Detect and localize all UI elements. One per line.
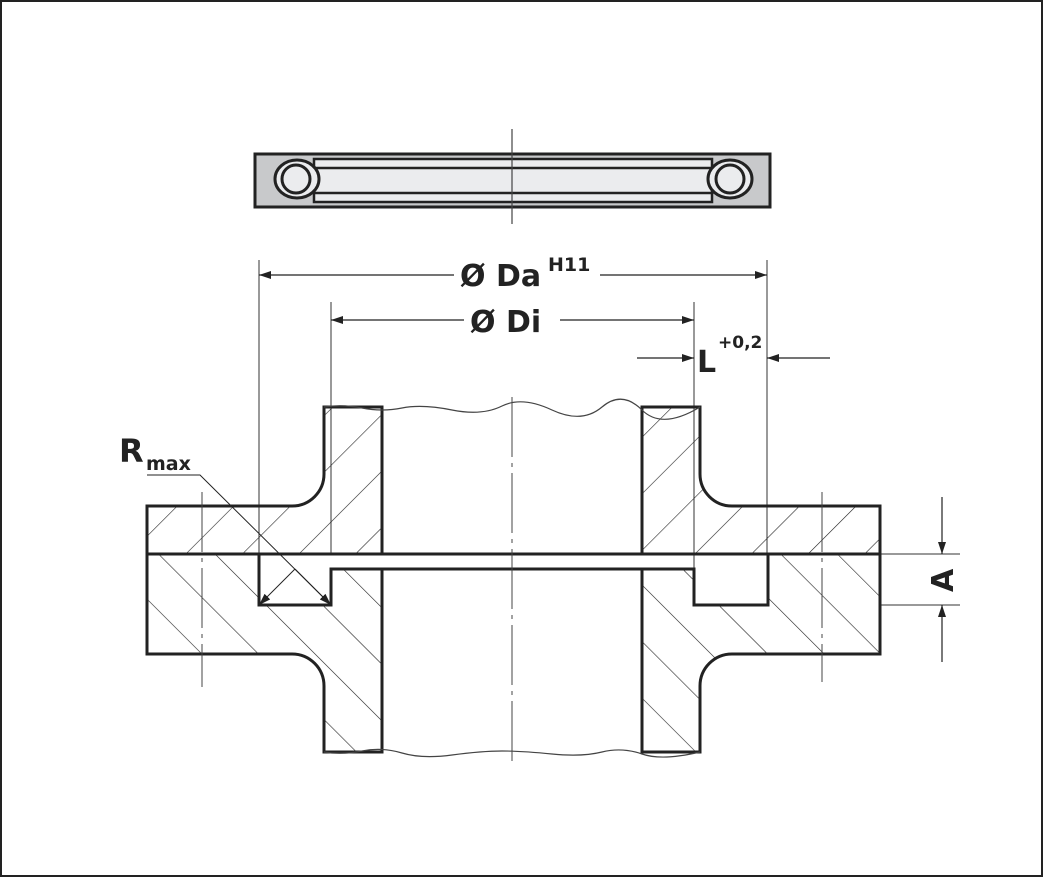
inner-diameter-label: Ø Di <box>470 305 541 340</box>
depth-label: A <box>926 568 961 592</box>
dimension-lines <box>259 271 946 662</box>
groove-tolerance-label: +0,2 <box>718 333 762 353</box>
seal-ring <box>253 129 772 224</box>
groove-width-label: L <box>697 345 716 380</box>
flange-section <box>145 405 882 754</box>
radius-sub-label: max <box>146 453 191 475</box>
centerlines <box>201 397 823 767</box>
outer-tolerance-label: H11 <box>548 254 590 276</box>
outer-diameter-label: Ø Da <box>460 259 541 294</box>
radius-leader <box>147 474 332 606</box>
break-lines <box>323 398 701 758</box>
radius-label: R <box>119 432 144 470</box>
